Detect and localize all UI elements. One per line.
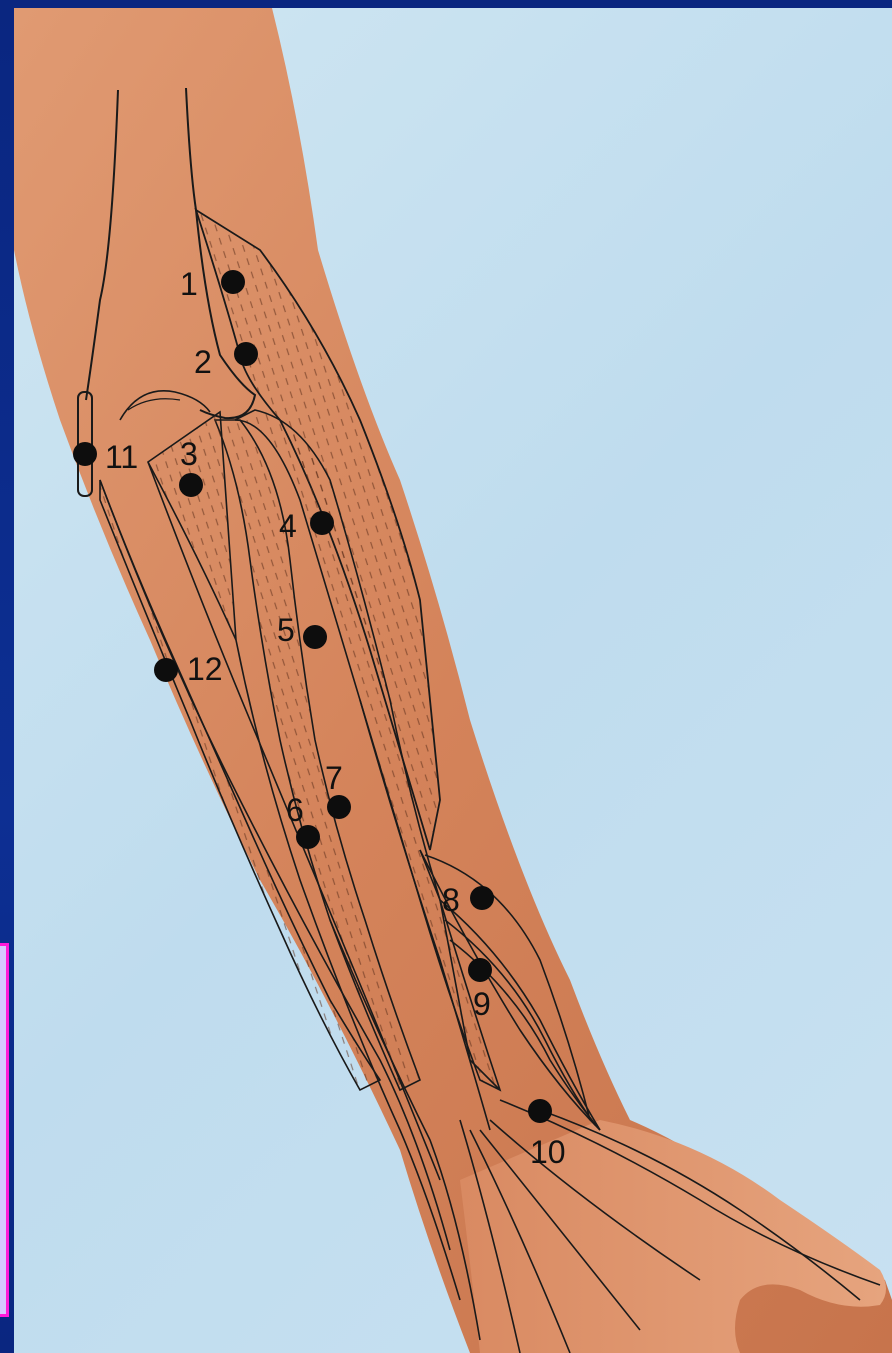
point-label-3: 3: [180, 436, 198, 472]
point-label-5: 5: [277, 612, 295, 648]
point-label-12: 12: [187, 651, 223, 687]
forearm-silhouette: [14, 8, 892, 1353]
point-label-4: 4: [279, 508, 297, 544]
slide-accent-box: [0, 943, 9, 1317]
point-label-11: 11: [105, 439, 138, 475]
point-label-7: 7: [325, 760, 343, 796]
point-label-8: 8: [442, 882, 460, 918]
point-label-1: 1: [180, 266, 198, 302]
point-label-10: 10: [530, 1134, 566, 1170]
point-label-6: 6: [286, 792, 304, 828]
anatomy-illustration-plate: 1 2 3 4 5 6 7: [14, 8, 892, 1353]
forearm-illustration: 1 2 3 4 5 6 7: [14, 8, 892, 1353]
point-label-2: 2: [194, 344, 212, 380]
point-label-9: 9: [473, 986, 491, 1022]
